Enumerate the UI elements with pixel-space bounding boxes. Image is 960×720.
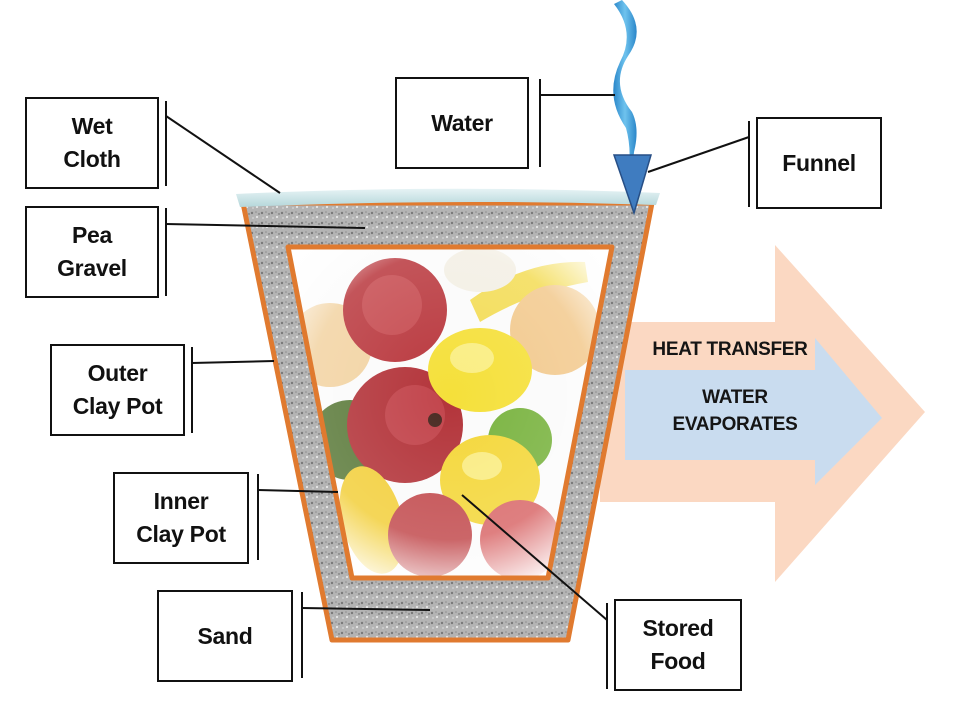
water-stream — [613, 0, 637, 172]
funnel — [612, 154, 653, 216]
water-evaporates-arrow — [625, 338, 882, 485]
heat-transfer-label: HEAT TRANSFER — [652, 339, 808, 360]
label-sand: Sand — [157, 590, 293, 682]
label-pea-gravel: Pea Gravel — [25, 206, 159, 298]
label-stored-food: Stored Food — [614, 599, 742, 691]
label-water: Water — [395, 77, 529, 169]
wet-cloth — [236, 188, 660, 207]
label-inner-clay-pot: Inner Clay Pot — [113, 472, 249, 564]
label-wet-cloth: Wet Cloth — [25, 97, 159, 189]
label-outer-clay-pot: Outer Clay Pot — [50, 344, 185, 436]
stored-food-illustration — [285, 244, 615, 581]
leader-lines — [165, 79, 750, 689]
label-funnel: Funnel — [756, 117, 882, 209]
water-evaporates-label: WATER EVAPORATES — [672, 387, 798, 435]
